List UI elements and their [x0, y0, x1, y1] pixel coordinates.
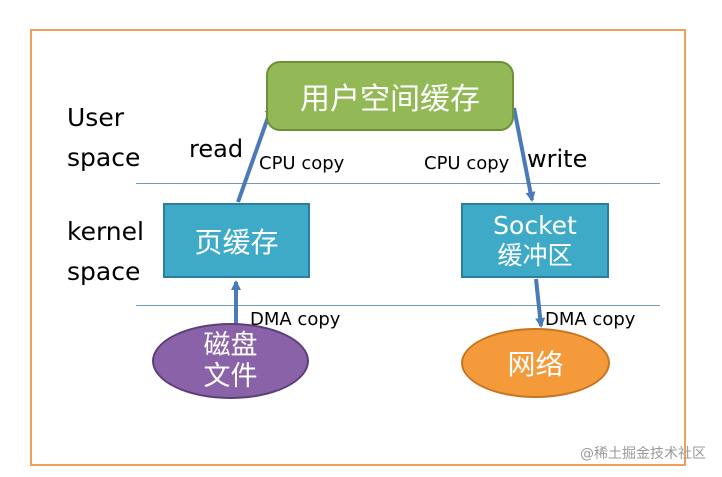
arrow-userbuffer-to-socket	[512, 107, 536, 202]
kernel-hardware-separator	[136, 305, 660, 306]
disk-file-label-line1: 磁盘	[203, 330, 258, 361]
kernel-space-label-line2: space	[67, 257, 141, 286]
page-cache-label: 页缓存	[194, 225, 279, 259]
user-kernel-separator	[136, 183, 660, 184]
write-label: write	[527, 145, 588, 173]
socket-buffer-label-line1: Socket	[493, 210, 577, 240]
page-cache-node: 页缓存	[163, 203, 310, 278]
user-space-label-line2: space	[67, 143, 141, 172]
read-label: read	[189, 135, 244, 163]
watermark: @稀土掘金技术社区	[580, 446, 706, 462]
disk-file-label-line2: 文件	[203, 361, 258, 392]
network-label: 网络	[507, 348, 564, 381]
user-space-buffer-node: 用户空间缓存	[266, 61, 514, 131]
arrow-socket-to-network	[534, 278, 546, 328]
socket-buffer-label-line2: 缓冲区	[497, 240, 573, 270]
disk-file-node: 磁盘 文件	[152, 323, 309, 399]
socket-buffer-node: Socket 缓冲区	[461, 203, 609, 278]
kernel-space-label-line1: kernel	[67, 217, 144, 246]
network-node: 网络	[461, 328, 610, 398]
dma-copy-left-label: DMA copy	[250, 309, 341, 330]
cpu-copy-left-label: CPU copy	[259, 153, 345, 174]
user-space-label-line1: User	[67, 103, 124, 132]
dma-copy-right-label: DMA copy	[545, 309, 636, 330]
cpu-copy-right-label: CPU copy	[424, 153, 510, 174]
user-space-buffer-label: 用户空间缓存	[300, 82, 480, 117]
diagram-frame	[30, 29, 686, 466]
